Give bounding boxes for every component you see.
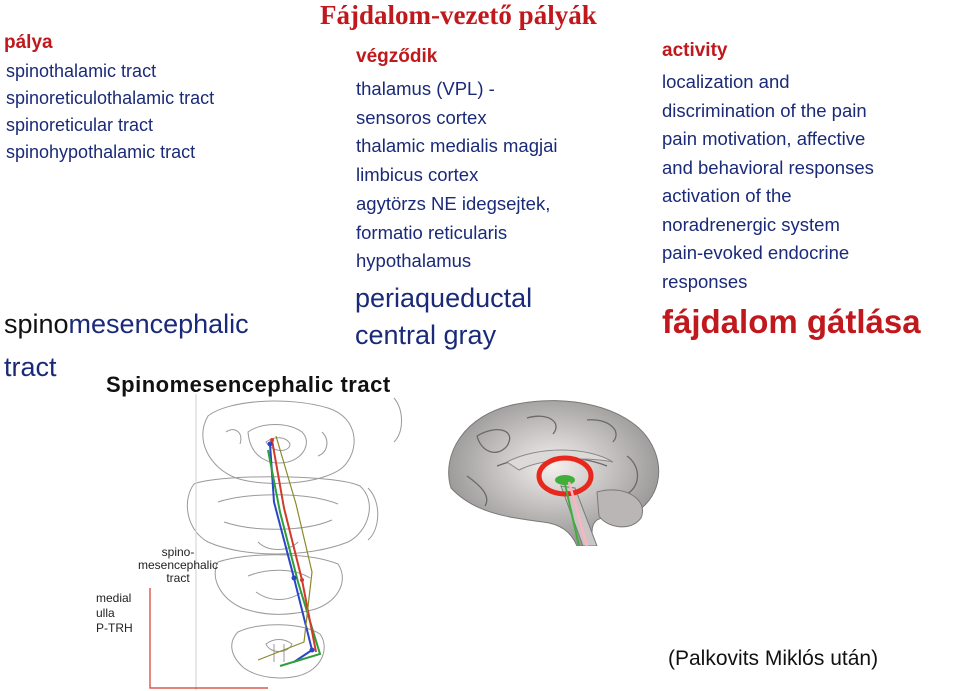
spinomesencephalic-heading: spinomesencephalic tract [4, 303, 249, 389]
termination-heading: végződik [356, 46, 438, 67]
activity-item: localization and [662, 71, 790, 92]
pathway-item: spinoreticulothalamic tract [6, 88, 215, 108]
source-credit: (Palkovits Miklós után) [668, 647, 879, 670]
tract-label-line: spino- [161, 545, 195, 559]
activity-item: responses [662, 270, 748, 292]
activity-heading: activity [662, 40, 728, 61]
slide-title: Fájdalom-vezető pályák [320, 0, 597, 30]
tract-label: spino- mesencephalic tract [118, 546, 238, 585]
termination-item: thalamus (VPL) - [356, 78, 495, 99]
tract-text: tract [4, 352, 57, 382]
termination-item: hypothalamus [356, 250, 472, 272]
termination-item: formatio reticularis [356, 221, 508, 243]
termination-item: limbicus cortex [356, 164, 479, 186]
pag-heading: periaqueductal central gray [355, 280, 532, 354]
brain-sagittal-image [448, 400, 660, 546]
termination-item: sensoros cortex [356, 106, 487, 128]
side-label-line: ulla [96, 606, 115, 620]
activity-item: activation of the [662, 185, 792, 206]
spino-prefix: spino [4, 309, 69, 339]
activity-item: pain motivation, affective [662, 128, 866, 149]
pathway-item: spinoreticular tract [6, 115, 154, 135]
termination-list: thalamus (VPL) - sensoros cortex thalami… [356, 75, 558, 276]
figure-label: Spinomesencephalic tract [106, 372, 391, 397]
termination-item: thalamic medialis magjai [356, 135, 558, 157]
tract-label-line: mesencephalic [137, 558, 219, 572]
brainstem-section-diagram [149, 394, 402, 690]
pathway-item: spinohypothalamic tract [6, 142, 196, 162]
tract-label-line: tract [166, 571, 190, 585]
pain-inhibition-heading: fájdalom gátlása [662, 303, 921, 340]
side-label-line: medial [96, 591, 132, 605]
pathway-list: spinothalamic tract spinoreticulothalami… [6, 58, 214, 166]
activity-list: localization and discrimination of the p… [662, 68, 874, 296]
pathway-heading: pálya [4, 32, 53, 53]
pathway-item: spinothalamic tract [6, 61, 157, 81]
activity-item: and behavioral responses [662, 156, 874, 178]
side-label-line: P-TRH [96, 621, 133, 635]
termination-item: agytörzs NE idegsejtek, [356, 192, 551, 214]
activity-item: pain-evoked endocrine [662, 242, 850, 263]
pag-line1: periaqueductal [355, 283, 533, 313]
pag-line2: central gray [355, 320, 497, 350]
activity-item: noradrenergic system [662, 213, 840, 235]
side-label: medial ulla P-TRH [96, 591, 133, 636]
activity-item: discrimination of the pain [662, 99, 867, 121]
mesencephalic-text: mesencephalic [68, 309, 249, 339]
